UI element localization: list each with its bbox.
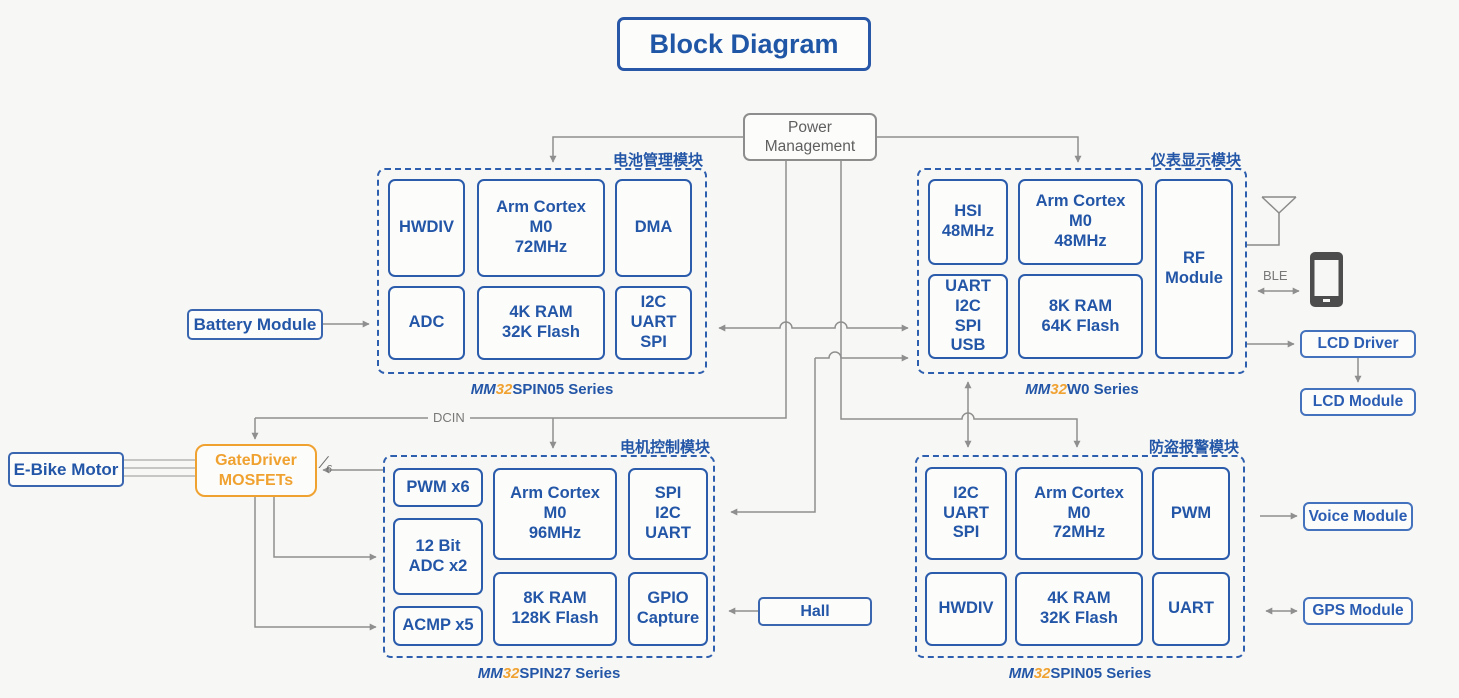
series-label-w0: MM32W0 Series: [1025, 381, 1139, 398]
block-pwm: PWM: [1152, 467, 1230, 560]
series-label-spin27: MM32SPIN27 Series: [477, 665, 621, 682]
lcd-module-box: LCD Module: [1300, 388, 1416, 416]
module-motor-control: [383, 455, 715, 658]
block-spi-i2c-uart: SPI I2C UART: [628, 468, 708, 560]
motor-phase-bus: [124, 459, 195, 477]
pwm-line-count-label: ∕6: [323, 453, 332, 476]
block-arm-cortex-96mhz: Arm Cortex M0 96MHz: [493, 468, 617, 560]
block-uart: UART: [1152, 572, 1230, 646]
module-anti-theft-alarm: [915, 455, 1245, 658]
voice-module-box: Voice Module: [1303, 502, 1413, 531]
block-8kram-64kflash: 8K RAM 64K Flash: [1018, 274, 1143, 359]
block-hwdiv: HWDIV: [388, 179, 465, 277]
gate-driver-mosfets-box: GateDriver MOSFETs: [195, 444, 317, 497]
hall-sensor-box: Hall: [758, 597, 872, 626]
block-hsi-48mhz: HSI 48MHz: [928, 179, 1008, 265]
block-4kram-32kflash-2: 4K RAM 32K Flash: [1015, 572, 1143, 646]
block-arm-cortex-72mhz-2: Arm Cortex M0 72MHz: [1015, 467, 1143, 560]
peripheral-wires: [254, 287, 1362, 631]
antenna-icon: [1246, 196, 1297, 246]
block-i2c-uart-spi: I2C UART SPI: [615, 286, 692, 360]
dcin-label: DCIN: [428, 410, 470, 425]
block-arm-cortex-72mhz: Arm Cortex M0 72MHz: [477, 179, 605, 277]
ebike-motor-box: E-Bike Motor: [8, 452, 124, 487]
block-acmp-x5: ACMP x5: [393, 606, 483, 646]
diagram-title: Block Diagram: [617, 17, 871, 71]
lcd-driver-box: LCD Driver: [1300, 330, 1416, 358]
smartphone-icon: [1310, 252, 1343, 307]
block-adc: ADC: [388, 286, 465, 360]
module-instrument-display: [917, 168, 1247, 374]
instrument-module-label: 仪表显示模块: [1150, 152, 1241, 169]
block-arm-cortex-48mhz: Arm Cortex M0 48MHz: [1018, 179, 1143, 265]
block-rf-module: RF Module: [1155, 179, 1233, 359]
series-label-spin05-2: MM32SPIN05 Series: [1008, 665, 1152, 682]
antitheft-module-label: 防盗报警模块: [1148, 439, 1239, 456]
power-management-box: Power Management: [743, 113, 877, 161]
block-4kram-32kflash: 4K RAM 32K Flash: [477, 286, 605, 360]
block-8kram-128kflash: 8K RAM 128K Flash: [493, 572, 617, 646]
module-battery-management: [377, 168, 707, 374]
block-pwm-x6: PWM x6: [393, 468, 483, 507]
block-12bit-adc-x2: 12 Bit ADC x2: [393, 518, 483, 595]
ble-label: BLE: [1263, 268, 1288, 283]
battery-module-label: 电池管理模块: [612, 152, 703, 169]
block-i2c-uart-spi-2: I2C UART SPI: [925, 467, 1007, 560]
block-hwdiv-2: HWDIV: [925, 572, 1007, 646]
motor-module-label: 电机控制模块: [619, 439, 710, 456]
block-gpio-capture: GPIO Capture: [628, 572, 708, 646]
gps-module-box: GPS Module: [1303, 597, 1413, 625]
block-uart-i2c-spi-usb: UART I2C SPI USB: [928, 274, 1008, 359]
battery-module-box: Battery Module: [187, 309, 323, 340]
comm-bus-wires: [718, 321, 972, 516]
series-label-spin05: MM32SPIN05 Series: [470, 381, 614, 398]
block-dma: DMA: [615, 179, 692, 277]
